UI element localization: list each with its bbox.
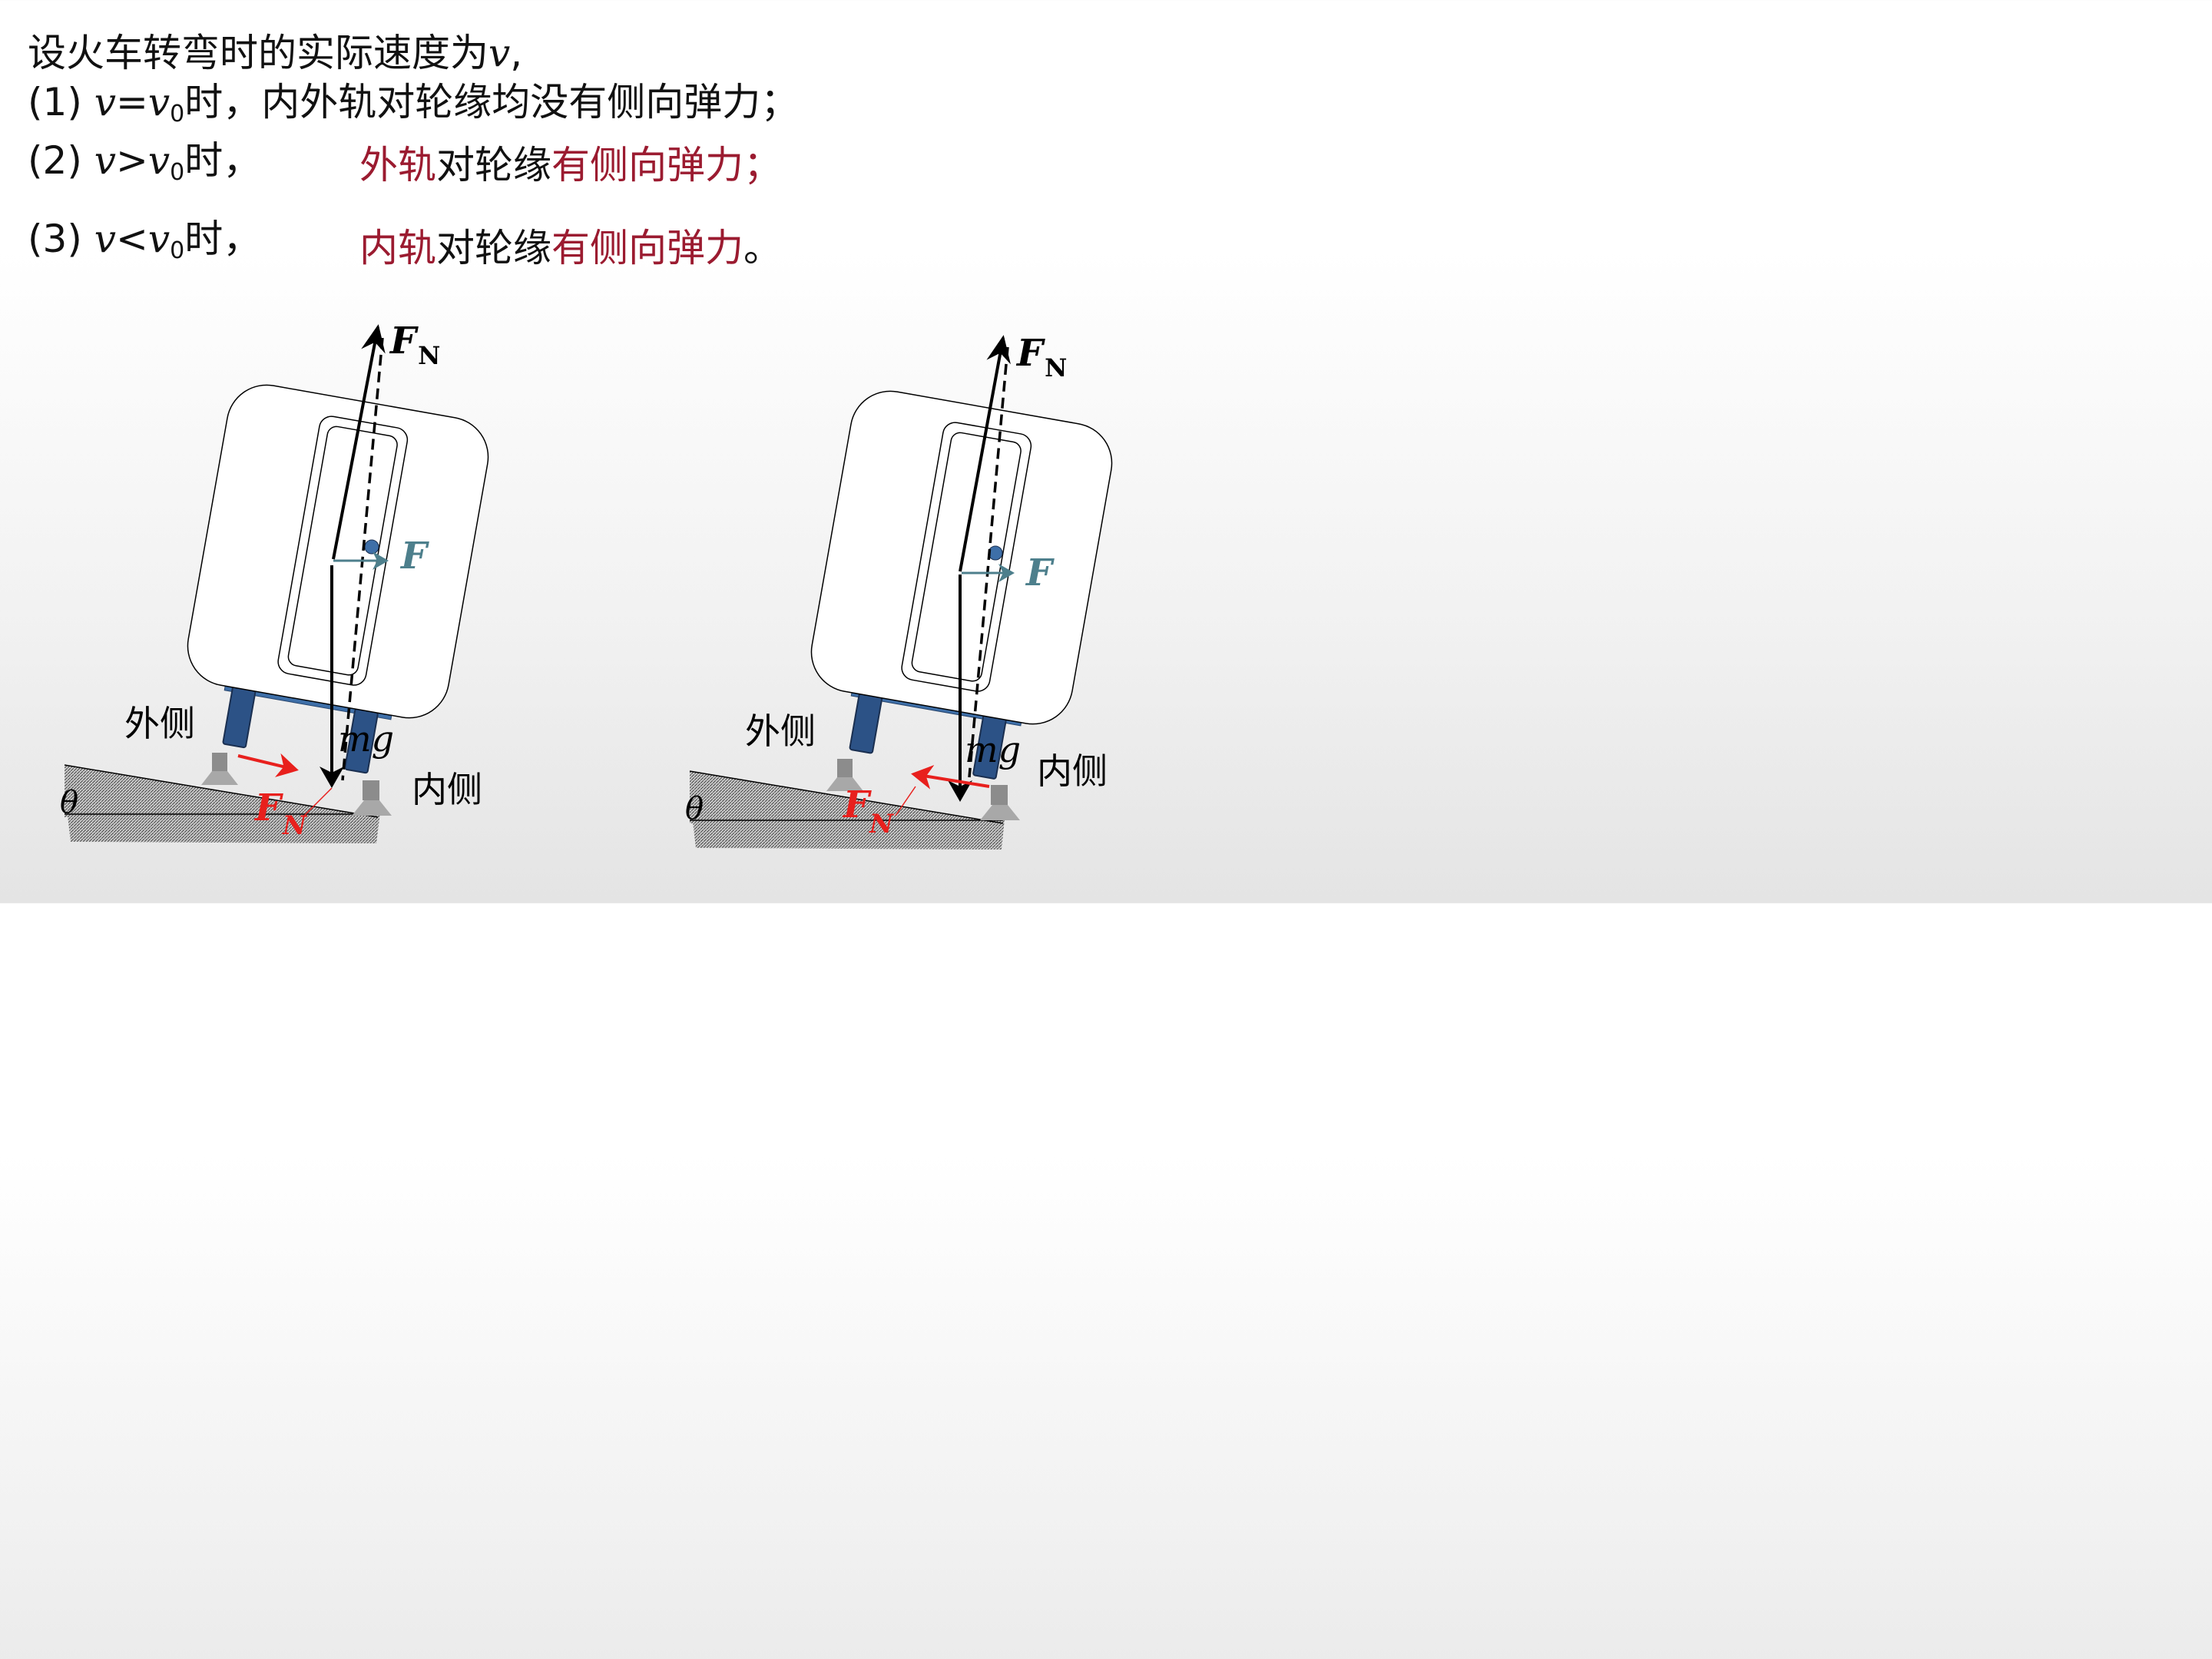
gravity-label: mg: [338, 718, 394, 760]
intro-comma: ,: [510, 31, 523, 75]
ground-block: [693, 819, 1005, 849]
subscript-0: 0: [170, 101, 185, 127]
normal-force-label: FN: [389, 320, 440, 370]
equals-sign: =: [115, 80, 148, 124]
intro-text: 设火车转弯时的实际速度为: [28, 31, 488, 75]
right-diagram: FN F mg F N θ 外侧 内侧: [685, 332, 1113, 849]
case-3-condition: 时，: [184, 217, 262, 261]
normal-force-arrow: [332, 324, 386, 560]
case-2-answer: 外轨对轮缘有侧向弹力；: [359, 146, 782, 184]
rail-force-label: F: [253, 786, 283, 830]
normal-force-projection: [968, 346, 1009, 778]
lateral-force-text: 有侧向弹力: [551, 226, 743, 270]
normal-force-label: FN: [1015, 332, 1067, 382]
force-label-leader: [303, 787, 333, 816]
net-force-label: F: [1025, 551, 1055, 594]
case-2-condition: 时，: [184, 138, 262, 183]
door-inner: [911, 432, 1022, 682]
normal-force-arrow: [959, 335, 1011, 572]
less-sign: <: [115, 217, 148, 261]
greater-sign: >: [115, 138, 148, 183]
inner-rail-force-arrow: [911, 765, 990, 790]
net-force-label: F: [399, 535, 429, 578]
inner-side-label: 内侧: [412, 769, 482, 810]
var-v0: v: [147, 217, 171, 261]
angle-theta: θ: [60, 785, 78, 820]
rail-force-subscript: N: [282, 810, 308, 841]
rail-force-label: F: [842, 783, 872, 826]
case-3-line: (3) v<v0时，: [28, 220, 261, 263]
case-1-text: 时，内外轨对轮缘均没有侧向弹力；: [184, 80, 800, 124]
rail-force-subscript: N: [869, 809, 895, 839]
train-car: [187, 384, 489, 719]
force-label-leader: [895, 786, 916, 816]
center-of-mass: [364, 539, 379, 555]
var-v0: v: [147, 138, 171, 183]
subscript-0: 0: [170, 159, 185, 186]
slope-line: [64, 764, 379, 818]
inner-side-label: 内侧: [1037, 750, 1108, 792]
outer-rail: [826, 759, 863, 791]
semicolon: ；: [743, 143, 782, 187]
lateral-force-text: 有侧向弹力: [551, 143, 743, 187]
case-2-number: (2): [28, 138, 94, 183]
case-1-line: (1) v=v0时，内外轨对轮缘均没有侧向弹力；: [28, 83, 799, 126]
case-1-number: (1): [28, 80, 94, 124]
var-v0: v: [147, 80, 171, 124]
case-3-answer: 内轨对轮缘有侧向弹力。: [359, 229, 782, 267]
slope-line: [689, 770, 1004, 824]
case-3-number: (3): [28, 217, 94, 261]
var-v: v: [94, 138, 116, 183]
var-v: v: [94, 80, 116, 124]
angle-theta: θ: [685, 791, 704, 826]
ground-block: [68, 813, 380, 843]
left-diagram: FN F mg F N θ 外侧 内侧: [60, 320, 489, 843]
var-v: v: [488, 31, 511, 75]
inner-rail: [352, 780, 392, 816]
period: 。: [743, 226, 782, 270]
intro-line: 设火车转弯时的实际速度为v,: [28, 34, 522, 72]
flange-text: 对轮缘: [436, 143, 551, 187]
inner-rail-text: 内轨: [359, 226, 436, 270]
outer-rail-force-arrow: [237, 753, 299, 777]
var-v: v: [94, 217, 116, 261]
subscript-0: 0: [170, 237, 185, 264]
outer-side-label: 外侧: [124, 703, 195, 744]
inner-rail: [980, 785, 1020, 820]
car-body: [187, 384, 489, 719]
outer-side-label: 外侧: [745, 710, 816, 752]
gravity-label: mg: [965, 729, 1021, 770]
normal-force-projection: [341, 337, 384, 781]
outer-rail: [201, 753, 238, 785]
train-force-diagrams: FN F mg F N θ 外侧 内侧: [60, 320, 1113, 849]
case-2-line: (2) v>v0时，: [28, 141, 261, 184]
outer-rail-text: 外轨: [359, 143, 436, 187]
flange-text: 对轮缘: [436, 226, 551, 270]
